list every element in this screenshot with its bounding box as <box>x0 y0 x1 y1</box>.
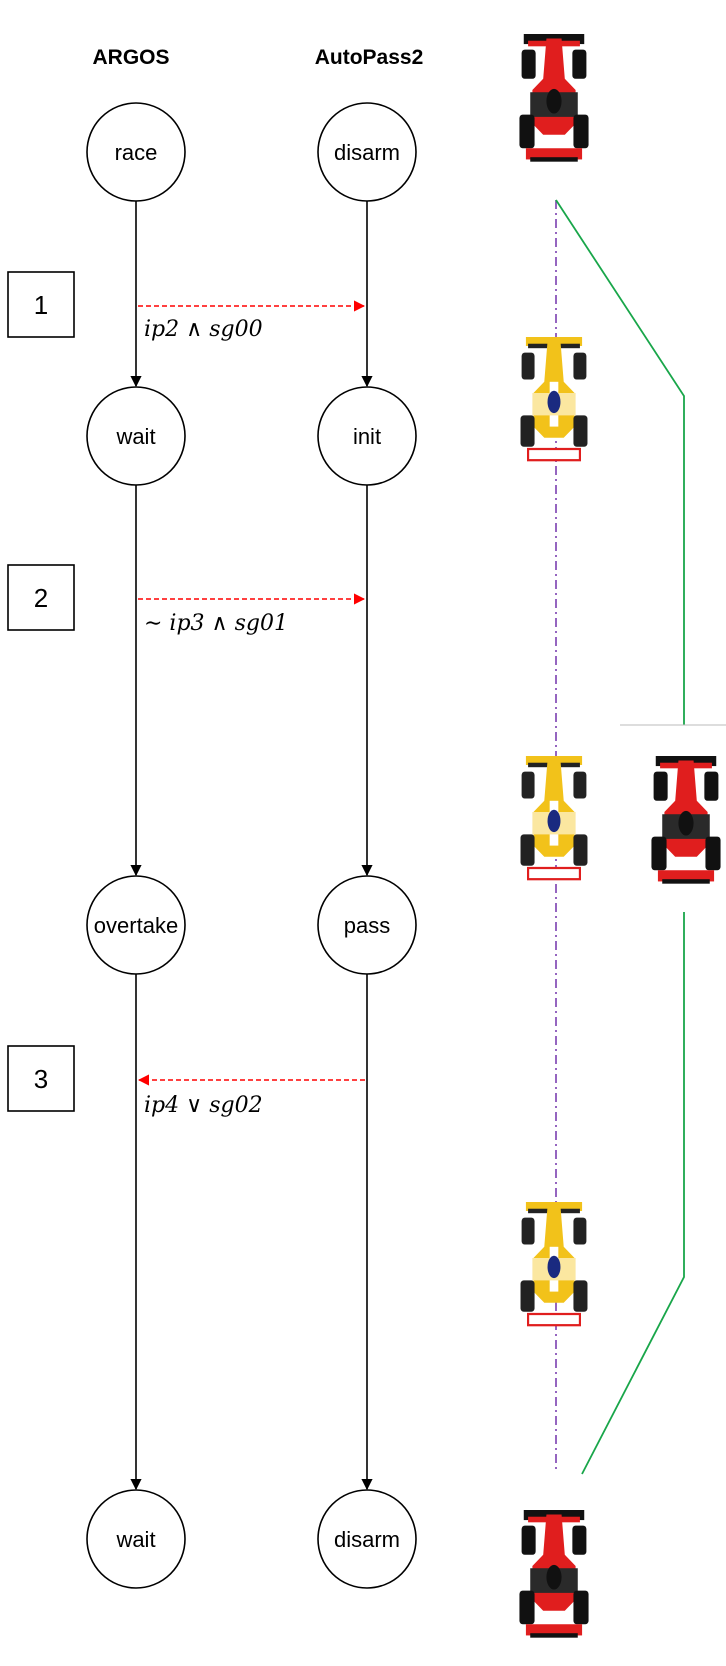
leading-car <box>519 754 589 881</box>
step-box-frame <box>7 271 75 338</box>
leading-car <box>519 335 589 462</box>
state-node-autopass: init <box>317 386 417 486</box>
state-label: pass <box>344 913 390 938</box>
leading-car <box>519 1200 589 1327</box>
step-number: 1 <box>34 290 48 320</box>
state-label: overtake <box>94 913 178 938</box>
state-node-argos: race <box>86 102 186 202</box>
state-label: disarm <box>334 1527 400 1552</box>
state-circle <box>86 102 186 202</box>
step-box-frame <box>7 1045 75 1112</box>
overtaking-car <box>651 756 721 884</box>
state-circle <box>317 102 417 202</box>
step-box: 2 <box>7 564 75 631</box>
state-circle <box>86 386 186 486</box>
state-circle <box>317 1489 417 1589</box>
overtaking-car <box>519 34 589 162</box>
state-label: init <box>353 424 381 449</box>
overtaking-car <box>519 1510 589 1638</box>
step-box: 3 <box>7 1045 75 1112</box>
state-circle <box>317 386 417 486</box>
state-label: wait <box>115 424 155 449</box>
step-number: 3 <box>34 1064 48 1094</box>
step-number: 2 <box>34 583 48 613</box>
state-node-argos: wait <box>86 1489 186 1589</box>
state-node-autopass: disarm <box>317 102 417 202</box>
state-circle <box>86 875 186 975</box>
state-node-argos: wait <box>86 386 186 486</box>
state-label: disarm <box>334 140 400 165</box>
transition-condition: ip2 ∧ sg00 <box>144 317 263 342</box>
transition-condition: ∼ ip3 ∧ sg01 <box>144 611 288 636</box>
step-box: 1 <box>7 271 75 338</box>
state-circle <box>86 1489 186 1589</box>
return-path <box>581 912 685 1475</box>
state-label: race <box>115 140 158 165</box>
state-circle <box>317 875 417 975</box>
overtake-path <box>555 199 685 725</box>
step-box-frame <box>7 564 75 631</box>
state-label: wait <box>115 1527 155 1552</box>
state-node-autopass: pass <box>317 875 417 975</box>
state-node-autopass: disarm <box>317 1489 417 1589</box>
transition-condition: ip4 ∨ sg02 <box>144 1093 263 1118</box>
state-node-argos: overtake <box>86 875 186 975</box>
